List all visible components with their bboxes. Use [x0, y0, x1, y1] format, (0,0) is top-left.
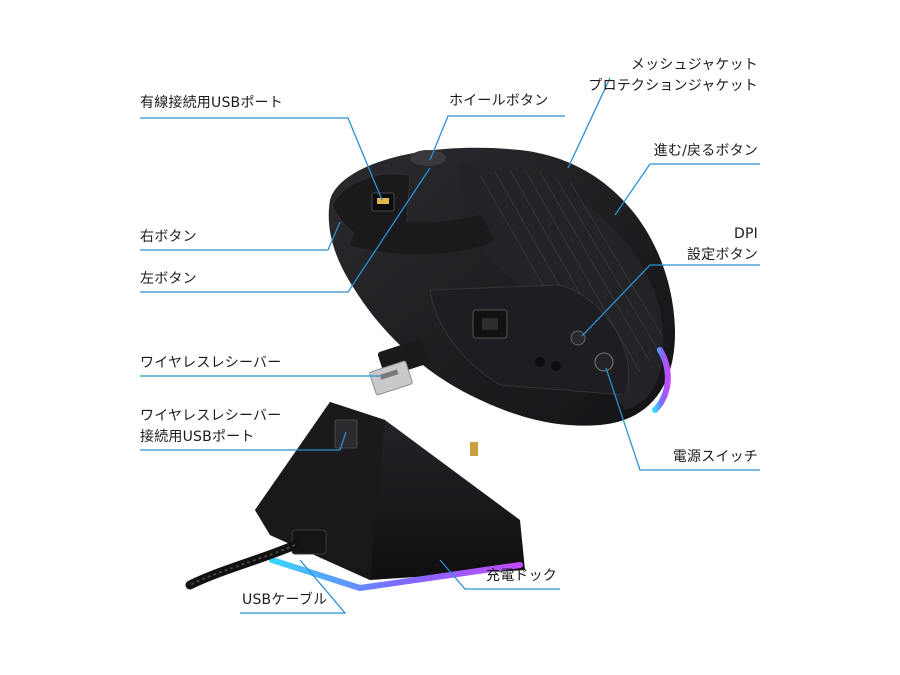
label-power-switch: 電源スイッチ — [672, 449, 758, 465]
dpi-button — [570, 330, 586, 346]
label-wired-usb-port: 有線接続用USBポート — [140, 95, 283, 111]
label-wireless-receiver: ワイヤレスレシーバー — [140, 355, 282, 371]
leader-power-switch — [605, 367, 760, 471]
sensor-lens — [482, 318, 498, 330]
label-receiver-port-line2: 接続用USBポート — [140, 429, 255, 445]
leader-wheel-button — [429, 115, 565, 161]
power-switch — [594, 352, 614, 372]
label-left-button: 左ボタン — [140, 271, 197, 287]
label-right-button: 右ボタン — [140, 229, 197, 245]
leader-right-button — [140, 221, 341, 251]
label-dpi-line2: 設定ボタン — [687, 247, 758, 263]
label-receiver-port-line1: ワイヤレスレシーバー — [140, 408, 282, 424]
label-mesh-jacket-line2: プロテクションジャケット — [588, 78, 758, 94]
skate-2 — [551, 361, 561, 371]
label-charging-dock: 充電ドック — [486, 568, 557, 584]
mouse-usb-port-pins — [377, 198, 389, 204]
dock-pins — [470, 442, 478, 456]
leader-left-button — [140, 167, 431, 293]
wireless-receiver-dongle — [369, 339, 429, 396]
usb-cable-braid — [189, 544, 296, 586]
left-button-shell — [350, 215, 495, 255]
leader-forward-back — [614, 163, 760, 216]
label-mesh-jacket-line1: メッシュジャケット — [630, 57, 758, 73]
dock-rgb-glow — [269, 557, 523, 592]
receiver-usb-plug — [369, 360, 413, 396]
label-usb-cable: USBケーブル — [242, 592, 328, 608]
charging-dock — [185, 402, 525, 592]
skate-1 — [535, 357, 545, 367]
leader-usb-cable — [240, 559, 347, 614]
leader-wired-usb-port — [140, 117, 383, 201]
scroll-wheel — [410, 150, 446, 166]
label-wheel-button: ホイールボタン — [449, 93, 549, 109]
leader-mesh-jacket — [567, 77, 611, 169]
label-forward-back-button: 進む/戻るボタン — [653, 143, 758, 159]
leader-charging-dock — [439, 559, 560, 590]
leader-dpi — [581, 264, 760, 337]
mouse-rgb-glow — [652, 347, 671, 413]
leader-lines — [140, 77, 760, 614]
receiver-plug-slot — [379, 369, 399, 380]
leader-receiver-port — [140, 431, 347, 451]
label-dpi-line1: DPI — [734, 226, 758, 242]
